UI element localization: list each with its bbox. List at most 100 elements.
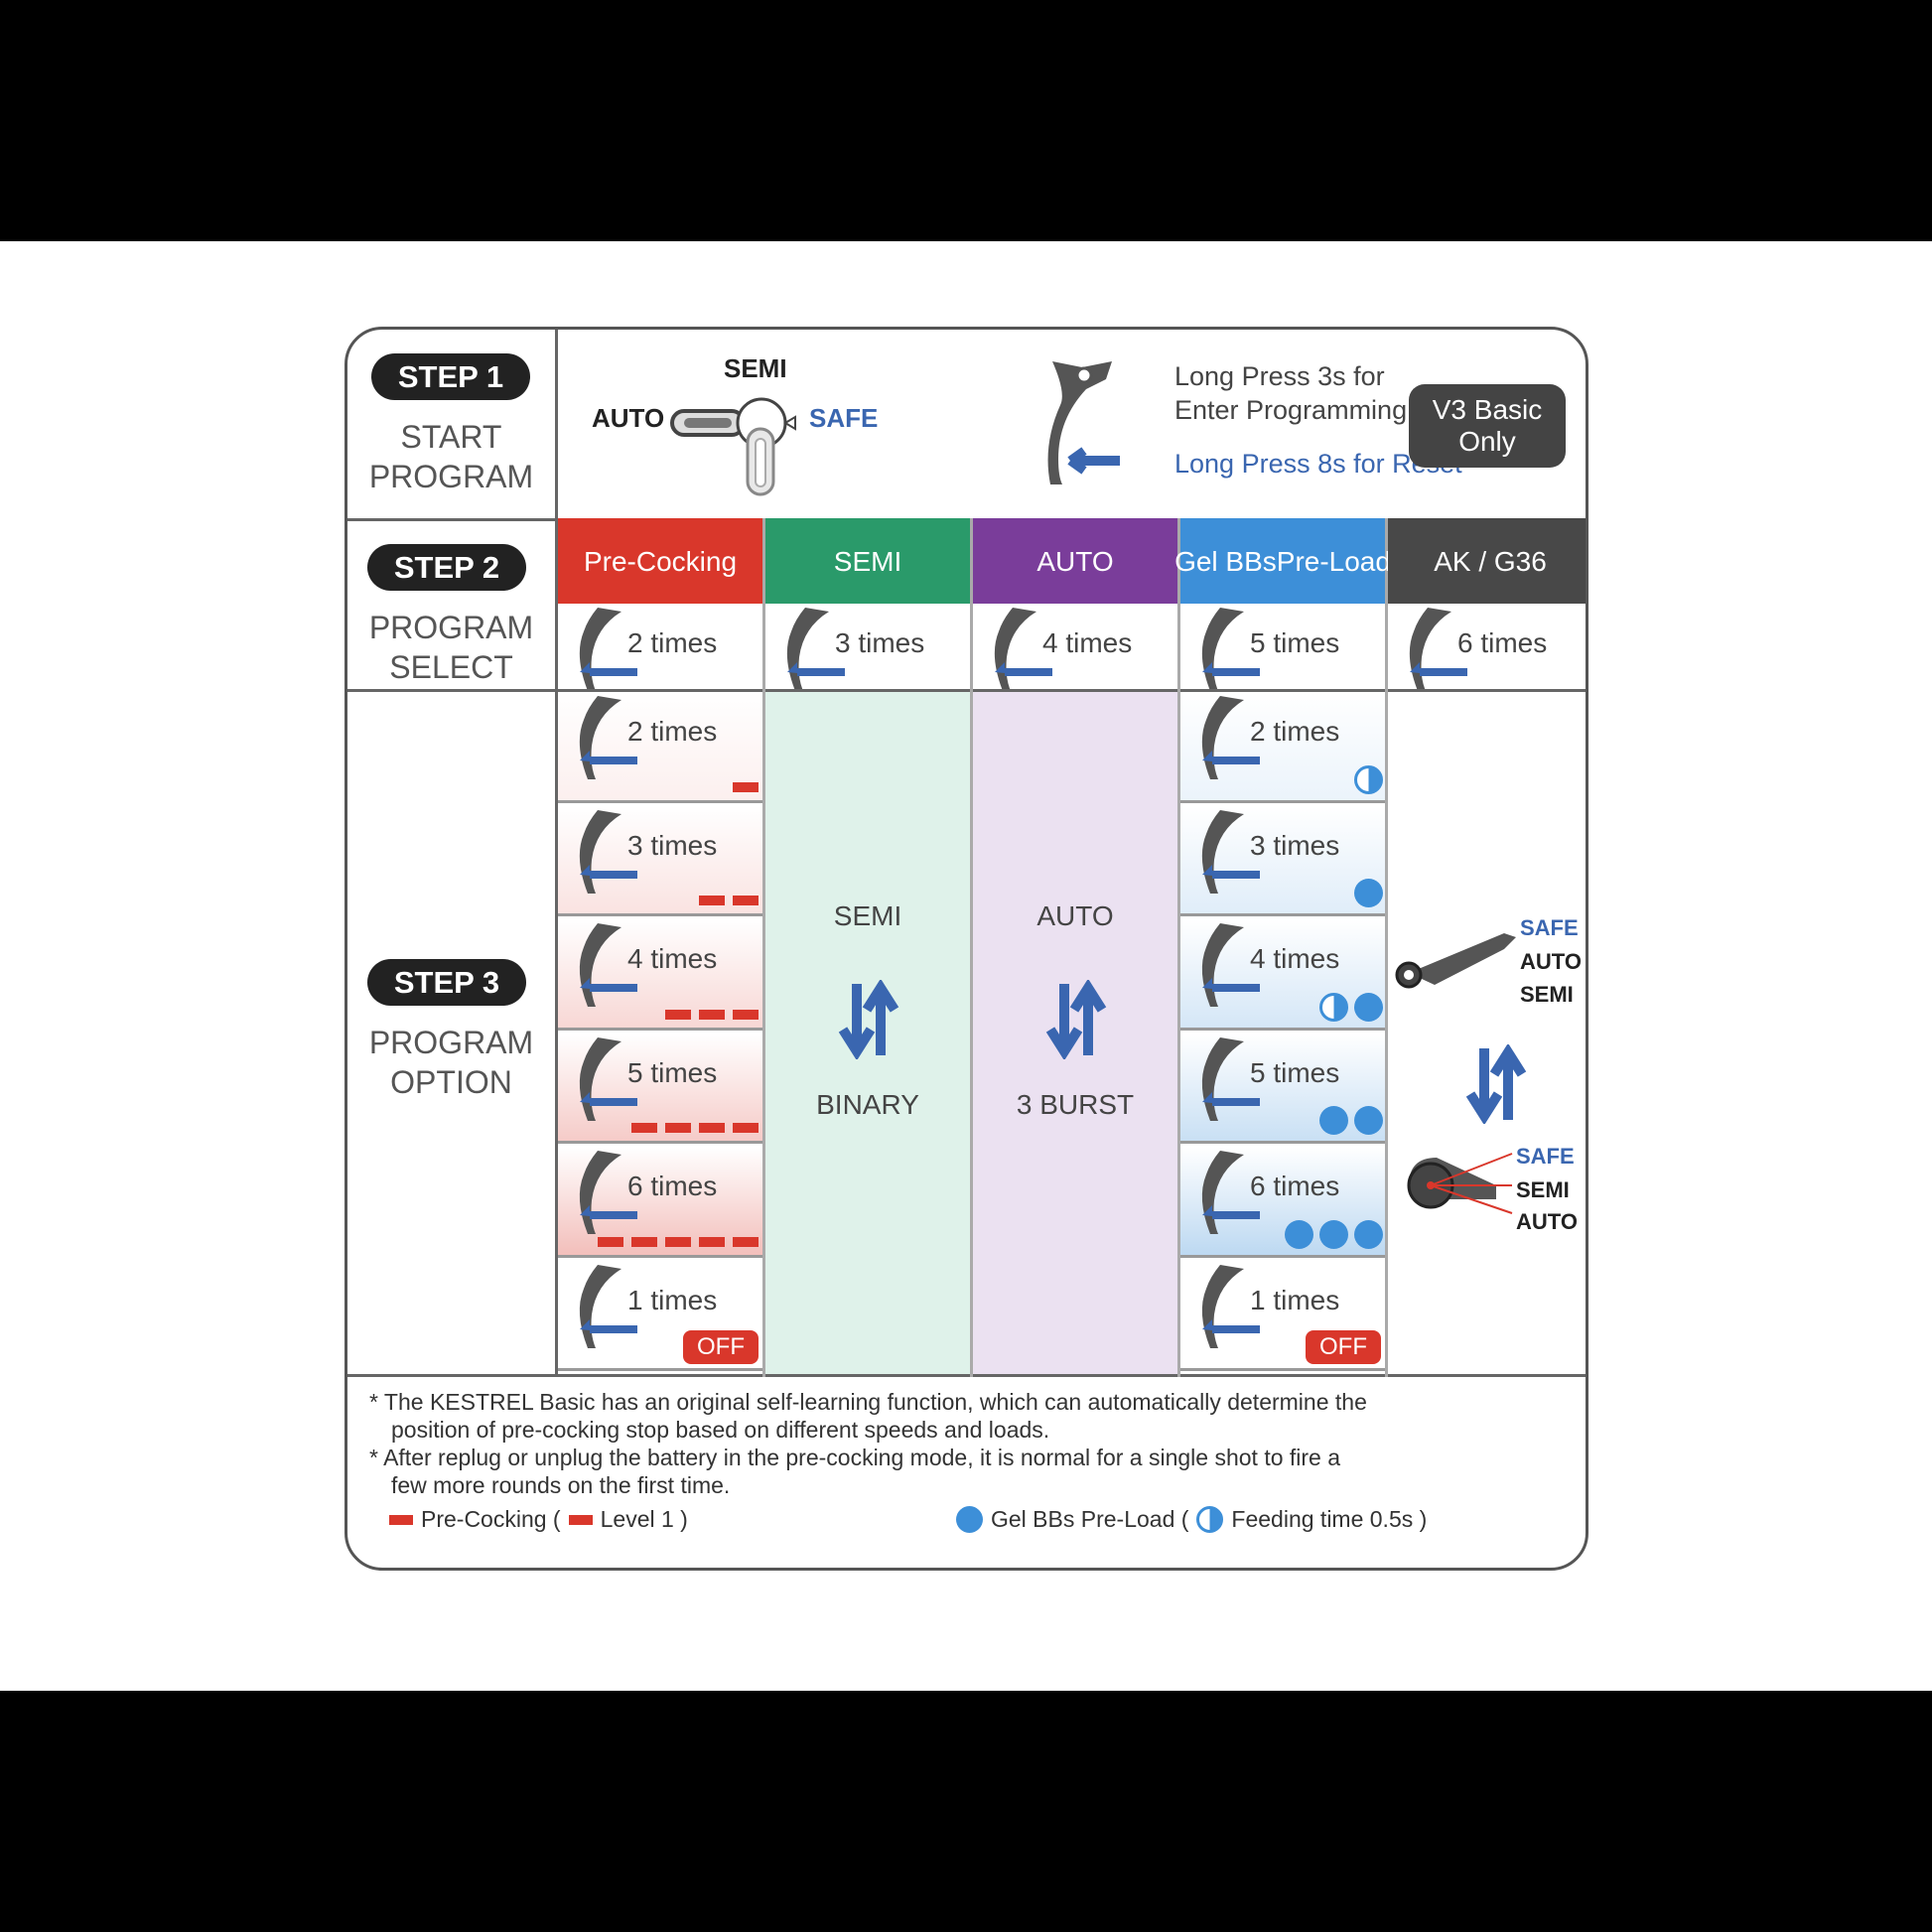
step2-subtitle: PROGRAM SELECT xyxy=(347,608,555,687)
level-mark xyxy=(733,781,759,792)
lever1-auto-label: AUTO xyxy=(1520,949,1582,974)
step1-subtitle: START PROGRAM xyxy=(347,417,555,496)
press-count: 2 times xyxy=(627,627,718,658)
gel-preload-indicator xyxy=(1285,1219,1383,1249)
swap-arrows-icon xyxy=(1045,980,1107,1059)
note-line: position of pre-cocking stop based on di… xyxy=(391,1417,1050,1443)
trigger-arrow-icon xyxy=(1201,1151,1260,1234)
note-line: few more rounds on the first time. xyxy=(391,1472,731,1498)
swap-arrows-icon xyxy=(838,980,899,1059)
program-option-cell: 2 times xyxy=(558,692,762,803)
half-dot-icon xyxy=(1354,764,1383,794)
divider xyxy=(347,1374,1586,1377)
press-count: 6 times xyxy=(627,1171,718,1201)
divider xyxy=(970,518,973,1377)
press-count: 6 times xyxy=(1457,627,1548,658)
column-header: AUTO xyxy=(973,518,1177,604)
level-mark xyxy=(699,1123,725,1133)
press-count: 3 times xyxy=(627,829,718,861)
half-dot-icon xyxy=(1319,992,1348,1022)
full-dot-icon xyxy=(1354,879,1383,907)
trigger-arrow-icon xyxy=(579,809,637,894)
lever2-safe-label: SAFE xyxy=(1516,1144,1575,1169)
gel-preload-indicator xyxy=(1354,879,1383,907)
divider xyxy=(555,330,558,1377)
program-option-cell: 6 times xyxy=(558,1147,762,1258)
level-mark xyxy=(631,1236,657,1247)
press-count: 3 times xyxy=(1250,829,1340,861)
trigger-arrow-icon xyxy=(579,1264,637,1348)
full-dot-icon xyxy=(1319,1219,1348,1249)
v3-basic-only-badge: V3 Basic Only xyxy=(1409,384,1566,468)
legend-text: Level 1 ) xyxy=(600,1506,688,1532)
level-mark xyxy=(733,1009,759,1020)
note-line: * The KESTREL Basic has an original self… xyxy=(369,1389,1367,1415)
legend-text: Pre-Cocking ( xyxy=(421,1506,561,1532)
program-select-cell: 4 times xyxy=(973,604,1177,689)
long-press-instructions: Long Press 3s for Enter Programming xyxy=(1174,359,1407,427)
gel-legend: Gel BBs Pre-Load ( Feeding time 0.5s ) xyxy=(956,1506,1427,1533)
level-mark xyxy=(631,1123,657,1133)
press-count: 4 times xyxy=(627,943,718,974)
badge-line: Only xyxy=(1458,426,1516,457)
level-mark xyxy=(598,1236,623,1247)
off-badge: OFF xyxy=(1306,1330,1381,1364)
trigger-arrow-icon xyxy=(786,608,845,689)
program-guide-card: STEP 1 START PROGRAM SEMI AUTO SAFE Long… xyxy=(345,327,1588,1571)
step2-subtitle-line: SELECT xyxy=(389,649,513,685)
ak-lever-icon xyxy=(1395,933,1516,989)
full-dot-icon xyxy=(1319,1106,1348,1135)
program-option-cell: 3 times xyxy=(558,805,762,916)
binary-mode-label: BINARY xyxy=(816,1089,919,1120)
program-select-cell: 3 times xyxy=(765,604,970,689)
trigger-arrow-icon xyxy=(1201,608,1260,689)
trigger-arrow-icon xyxy=(579,1036,637,1121)
auto-mode-label: AUTO xyxy=(1036,900,1114,931)
trigger-arrow-icon xyxy=(1201,923,1260,1007)
press-count: 2 times xyxy=(627,716,718,747)
semi-mode-label: SEMI xyxy=(833,900,902,931)
step2-pill: STEP 2 xyxy=(367,544,526,591)
divider xyxy=(347,689,1586,692)
step2-subtitle-line: PROGRAM xyxy=(368,610,534,645)
instruction-line: Long Press 3s for xyxy=(1174,361,1385,391)
level-mark xyxy=(665,1236,691,1247)
column-header: SEMI xyxy=(765,518,970,604)
selector-semi-label: SEMI xyxy=(724,353,787,383)
press-count: 1 times xyxy=(1250,1284,1340,1315)
gel-preload-indicator xyxy=(1319,992,1383,1022)
trigger-arrow-icon xyxy=(1409,608,1467,689)
column-header: AK / G36 xyxy=(1388,518,1586,604)
step3-subtitle: PROGRAM OPTION xyxy=(347,1023,555,1102)
step1-subtitle-line: PROGRAM xyxy=(368,459,534,494)
trigger-arrow-icon xyxy=(1201,696,1260,779)
pre-cocking-legend: Pre-Cocking ( Level 1 ) xyxy=(389,1506,688,1533)
step3-subtitle-line: OPTION xyxy=(390,1064,512,1100)
full-dot-icon xyxy=(1354,992,1383,1022)
press-count: 5 times xyxy=(627,1056,718,1088)
program-option-cell: 4 times xyxy=(558,919,762,1031)
program-option-cell: 2 times xyxy=(1180,692,1385,803)
level-mark xyxy=(699,1009,725,1020)
press-count: 6 times xyxy=(1250,1171,1340,1201)
pre-cocking-level-marks xyxy=(598,1236,759,1247)
divider xyxy=(1177,518,1180,1377)
trigger-arrow-icon xyxy=(1201,1264,1260,1348)
press-count: 5 times xyxy=(1250,627,1340,658)
diagram-canvas: STEP 1 START PROGRAM SEMI AUTO SAFE Long… xyxy=(0,241,1932,1691)
semi-mode-column: SEMI BINARY xyxy=(765,692,970,1374)
trigger-arrow-icon xyxy=(579,923,637,1007)
program-select-cell: 6 times xyxy=(1388,604,1586,689)
press-count: 5 times xyxy=(1250,1056,1340,1088)
level-mark xyxy=(699,1236,725,1247)
trigger-icon xyxy=(1047,361,1120,484)
column-header-line: Pre-Load xyxy=(1276,545,1391,577)
lever2-auto-label: AUTO xyxy=(1516,1209,1578,1234)
level-mark xyxy=(665,1009,691,1020)
press-count: 1 times xyxy=(627,1284,718,1315)
program-option-cell: 5 times xyxy=(1180,1033,1385,1144)
lever2-semi-label: SEMI xyxy=(1516,1177,1570,1202)
divider xyxy=(762,518,765,1377)
